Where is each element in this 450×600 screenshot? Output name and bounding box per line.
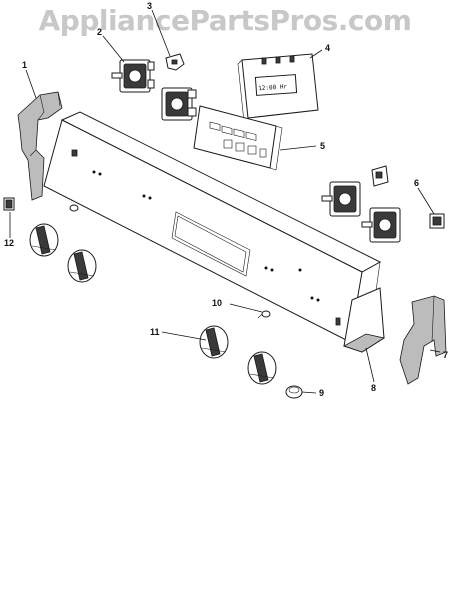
part-3-connector[interactable] (165, 53, 185, 71)
watermark: AppliancePartsPros.com (38, 4, 412, 37)
part-right-connector[interactable] (371, 165, 389, 187)
part-9-button-cap[interactable] (285, 385, 303, 399)
callout-11: 11 (150, 327, 160, 337)
part-2-rotary-switch[interactable] (111, 59, 155, 93)
callout-6: 6 (414, 178, 419, 188)
part-12-clip[interactable] (3, 197, 15, 211)
part-right-switch-lower[interactable] (361, 207, 401, 243)
callout-12: 12 (4, 238, 14, 248)
part-5-control-board[interactable] (193, 105, 283, 171)
part-8-trim-strip[interactable] (343, 287, 386, 353)
callout-8: 8 (371, 383, 376, 393)
part-4-clock-module[interactable]: 12:00 Hr (237, 53, 319, 123)
part-screw-left[interactable] (69, 204, 79, 212)
knob-upper-left-2[interactable] (67, 249, 97, 283)
callout-9: 9 (319, 388, 324, 398)
part-7-right-end-cap[interactable] (399, 295, 447, 385)
leader-lines (9, 9, 441, 394)
callout-10: 10 (212, 298, 222, 308)
part-11-knob-2[interactable] (247, 351, 277, 385)
callout-7: 7 (443, 350, 448, 360)
backguard-panel[interactable] (43, 111, 382, 343)
callout-4: 4 (325, 43, 330, 53)
callout-2: 2 (97, 27, 102, 37)
part-right-switch-upper[interactable] (321, 181, 361, 217)
part-6-clip[interactable] (429, 213, 445, 229)
part-2-rotary-switch-second[interactable] (161, 87, 197, 121)
part-11-knob-1[interactable] (199, 325, 229, 359)
knob-upper-left-1[interactable] (29, 223, 59, 257)
callout-5: 5 (320, 141, 325, 151)
part-10-screw[interactable] (257, 310, 271, 319)
part-1-left-end-cap[interactable] (17, 91, 63, 201)
clock-display-text: 12:00 Hr (258, 83, 288, 92)
callout-3: 3 (147, 1, 152, 11)
callout-1: 1 (22, 60, 27, 70)
